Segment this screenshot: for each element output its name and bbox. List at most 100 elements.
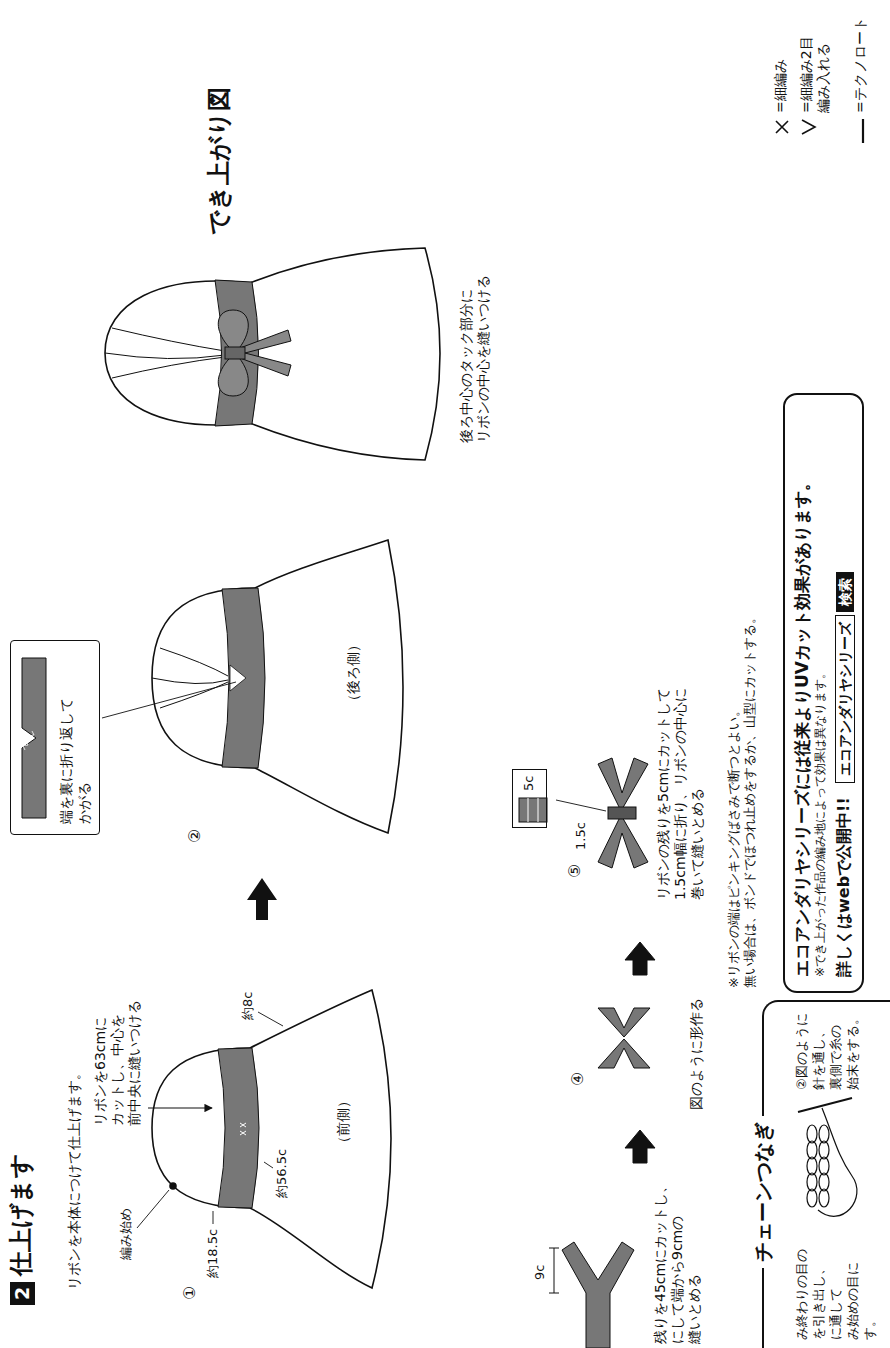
view-label: （前側） — [335, 1094, 352, 1150]
dimension: 9c — [532, 1265, 548, 1280]
section-heading: 仕上げます — [7, 1153, 36, 1276]
illustration-stroke — [213, 1211, 214, 1224]
search-button: 検索 — [836, 572, 854, 612]
illustration-stroke — [250, 248, 440, 460]
box-body: み終わりの目の を引き出し、 に通して み始めの目に す。 — [794, 1249, 878, 1340]
instruction: リボンの残りを5cmにカットして 1.5cm幅に折り、リボンの中心に 巻いて縫い… — [655, 688, 705, 900]
illustration-stroke — [102, 682, 236, 718]
box-body: 詳しくはwebで公開中!! — [834, 797, 855, 977]
illustration-stroke — [528, 798, 538, 822]
illustration-stroke — [556, 800, 606, 811]
step-number: ⑤ — [565, 864, 584, 878]
illustration-stroke — [240, 330, 291, 376]
legend-text: =テクノロート — [852, 17, 869, 113]
illustration-stroke — [819, 1125, 829, 1143]
illustration-stroke — [105, 328, 225, 378]
box-text: 5c — [521, 776, 538, 791]
step-arrow — [247, 878, 277, 920]
illustration-stroke — [807, 1141, 817, 1159]
illustration-stroke — [215, 280, 259, 426]
illustration-stroke — [225, 347, 245, 359]
illustration-stroke — [137, 1190, 169, 1228]
section-number: 2 — [10, 1282, 35, 1305]
illustration-stroke — [625, 942, 655, 975]
chain-join-panel: チェーンつなぎみ終わりの目の を引き出し、 に通して み始めの目に す。②図のよ… — [762, 1000, 890, 1348]
callout-text: 編み始め — [118, 1208, 134, 1260]
dimension: 1.5c — [573, 822, 589, 850]
box-text: 端を裏に折り返して かがる — [57, 651, 93, 824]
step-number: ① — [180, 1286, 199, 1300]
illustration-stroke — [230, 665, 246, 691]
callout-box: 端を裏に折り返して かがる — [10, 640, 100, 835]
illustration-stroke — [798, 1098, 852, 1112]
box-body: ※でき上がった作品の編み地によって効果は異なります。 — [813, 409, 829, 977]
illustration-stroke — [807, 1125, 817, 1143]
instruction: 残りを45cmにカットし、 にして端から9cmの 縫いとめる — [652, 1179, 702, 1344]
legend-symbol — [863, 119, 864, 143]
step-number: ② — [185, 829, 204, 843]
figure-heading: でき上がり図 — [205, 87, 234, 235]
illustration-stroke — [22, 658, 46, 818]
box-text: エコアンダリヤシリーズ — [836, 622, 854, 776]
illustration-stroke — [598, 815, 648, 868]
illustration-stroke — [562, 1242, 634, 1348]
box-text: 検索 — [836, 578, 854, 606]
illustration-stroke — [170, 1183, 176, 1189]
legend-symbol — [802, 120, 815, 134]
illustration-stroke — [819, 1157, 829, 1175]
illustration-stroke — [250, 990, 391, 1288]
note: ※リボンの端はピンキングばさみで断つとよい。 無い場合は、ボンドでほつれ止めをす… — [726, 611, 757, 988]
box-body: ②図のように 針を通し、 裏側で糸の 始末をする。 — [794, 1012, 862, 1090]
subtitle: リボンを本体につけて仕上げます。 — [66, 1066, 83, 1290]
illustration-stroke — [258, 1012, 283, 1026]
illustration-stroke — [218, 1048, 259, 1208]
dimension: 約56.5c — [274, 1149, 290, 1198]
instruction: 後ろ中心のタック部分に リボンの中心を縫いつける — [458, 275, 492, 443]
box-text: 2 — [10, 1287, 35, 1300]
box-text: チェーンつなぎ — [750, 1116, 776, 1268]
illustration-stroke — [819, 1173, 829, 1191]
illustration-stroke — [818, 1108, 857, 1216]
hat-finished — [105, 248, 440, 460]
info-box: エコアンダリヤシリーズ 検索 エコアンダリヤシリーズには従来よりUVカット効果があり… — [783, 393, 864, 993]
illustration-stroke — [802, 120, 815, 134]
illustration-stroke — [519, 798, 547, 822]
illustration-stroke — [608, 807, 636, 819]
illustration-stroke — [598, 758, 648, 811]
instruction: リボンを63cmに カットし、中心を 前中央に縫いつける — [92, 1000, 142, 1126]
illustration-stroke — [255, 540, 403, 833]
illustration-stroke — [776, 121, 788, 133]
inset-box: 5c — [512, 769, 547, 828]
illustration-stroke — [222, 588, 265, 768]
ribbon-steps — [519, 758, 655, 1348]
illustration-stroke — [807, 1173, 817, 1191]
legend-symbol — [776, 121, 788, 133]
illustration-stroke — [598, 1008, 650, 1037]
step-number: ④ — [568, 1072, 587, 1086]
instruction: 図のように形作る — [688, 998, 705, 1110]
search-field: エコアンダリヤシリーズ — [835, 615, 855, 783]
illustration-stroke — [240, 1123, 246, 1135]
dimension: 約18.5c — [205, 1229, 221, 1278]
illustration-stroke — [625, 1130, 655, 1163]
illustration-stroke — [807, 1157, 817, 1175]
hat-back — [22, 540, 403, 833]
illustration-stroke — [862, 119, 864, 143]
illustration-stroke — [23, 731, 34, 750]
illustration-stroke — [598, 1039, 650, 1068]
illustration-stroke — [819, 1189, 829, 1207]
hat-front — [137, 990, 391, 1288]
illustration-stroke — [807, 1189, 817, 1207]
illustration-stroke — [549, 1248, 559, 1293]
view-label: （後ろ側） — [345, 638, 362, 708]
illustration-stroke — [148, 1107, 212, 1108]
illustration-stroke — [264, 1162, 273, 1168]
legend-text: =細編み — [772, 59, 789, 113]
legend-text: =細編み2目 編み入れる — [798, 36, 832, 113]
dimension: 約8c — [240, 992, 256, 1020]
illustration-stroke — [152, 648, 228, 708]
illustration-stroke — [819, 1141, 829, 1159]
chain-join — [798, 1098, 857, 1216]
box-text: エコアンダリヤシリーズには従来よりUVカット効果があります。 — [791, 409, 813, 977]
